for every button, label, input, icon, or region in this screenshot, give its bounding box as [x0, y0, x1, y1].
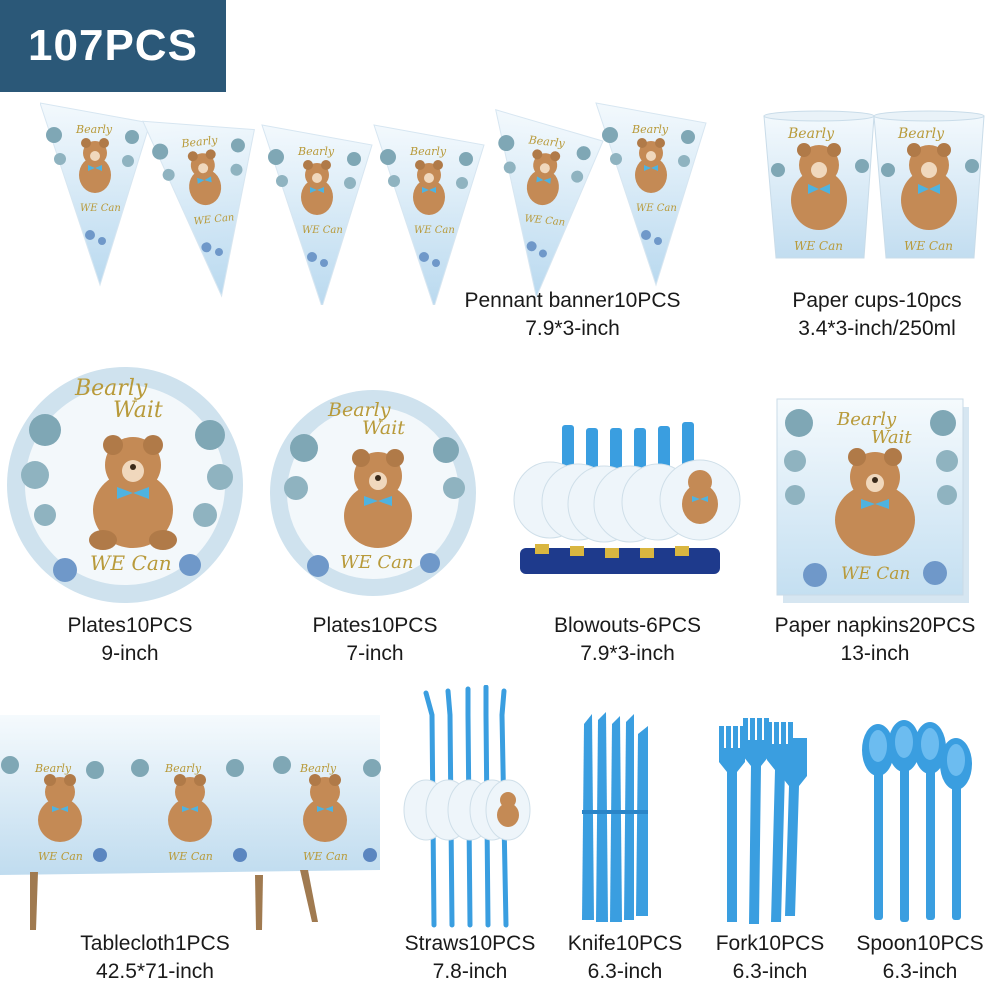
tablecloth-name: Tablecloth1PCS — [80, 932, 230, 955]
spoon-name: Spoon10PCS — [856, 932, 984, 955]
svg-text:Bearly: Bearly — [327, 399, 391, 421]
straws-name: Straws10PCS — [404, 932, 536, 955]
svg-text:Bearly: Bearly — [34, 762, 72, 775]
knife-name: Knife10PCS — [567, 932, 683, 955]
plates-7-caption: Plates10PCS 7-inch — [255, 612, 495, 668]
svg-text:Wait: Wait — [871, 427, 912, 448]
tablecloth-caption: Tablecloth1PCS 42.5*71-inch — [30, 930, 280, 986]
plates-9-size: 9-inch — [101, 642, 159, 665]
svg-text:Wait: Wait — [113, 398, 163, 423]
tablecloth-size: 42.5*71-inch — [96, 960, 214, 983]
svg-text:Wait: Wait — [362, 417, 405, 439]
plates-7-size: 7-inch — [346, 642, 404, 665]
blowouts-size: 7.9*3-inch — [580, 642, 675, 665]
pennant-name: Pennant banner10PCS — [464, 289, 681, 312]
cups-caption: Paper cups-10pcs 3.4*3-inch/250ml — [762, 287, 992, 343]
napkins-caption: Paper napkins20PCS 13-inch — [755, 612, 995, 668]
pennant-size: 7.9*3-inch — [525, 317, 620, 340]
knives-image — [582, 712, 648, 922]
spoon-size: 6.3-inch — [882, 960, 958, 983]
napkins-size: 13-inch — [840, 642, 910, 665]
plates-9-caption: Plates10PCS 9-inch — [5, 612, 255, 668]
svg-text:Bearly: Bearly — [74, 376, 148, 401]
spoon-caption: Spoon10PCS 6.3-inch — [845, 930, 995, 986]
paper-napkins-image: Bearly Wait WE Can — [776, 398, 969, 603]
blowouts-name: Blowouts-6PCS — [553, 614, 702, 637]
pieces-count-badge: 107PCS — [0, 0, 226, 92]
plates-7-name: Plates10PCS — [312, 614, 438, 637]
knife-caption: Knife10PCS 6.3-inch — [555, 930, 695, 986]
cups-size: 3.4*3-inch/250ml — [798, 317, 956, 340]
tablecloth-image: Bearly WE Can — [0, 715, 381, 930]
cups-name: Paper cups-10pcs — [792, 289, 962, 312]
plate-7-inch-image: Bearly Wait WE Can — [270, 390, 476, 596]
straws-image — [403, 685, 531, 928]
forks-image — [719, 718, 807, 924]
fork-caption: Fork10PCS 6.3-inch — [700, 930, 840, 986]
svg-text:WE Can: WE Can — [90, 551, 172, 575]
svg-text:WE Can: WE Can — [38, 850, 83, 863]
plate-9-inch-image: Bearly Wait WE Can — [7, 367, 243, 603]
spoons-image — [862, 720, 972, 922]
paper-cups-image: Bearly WE Can — [763, 110, 985, 259]
fork-name: Fork10PCS — [715, 932, 825, 955]
pennant-caption: Pennant banner10PCS 7.9*3-inch — [450, 287, 695, 343]
svg-text:Bearly: Bearly — [836, 409, 897, 430]
napkins-name: Paper napkins20PCS — [774, 614, 976, 637]
blowouts-image — [513, 422, 741, 574]
pennant-banner-image: Bearly WE Can — [40, 102, 707, 305]
straws-caption: Straws10PCS 7.8-inch — [395, 930, 545, 986]
fork-size: 6.3-inch — [732, 960, 808, 983]
blowouts-caption: Blowouts-6PCS 7.9*3-inch — [500, 612, 755, 668]
plates-9-name: Plates10PCS — [67, 614, 193, 637]
straws-size: 7.8-inch — [432, 960, 508, 983]
svg-text:WE Can: WE Can — [841, 564, 910, 584]
knife-size: 6.3-inch — [587, 960, 663, 983]
svg-text:WE Can: WE Can — [340, 552, 413, 573]
